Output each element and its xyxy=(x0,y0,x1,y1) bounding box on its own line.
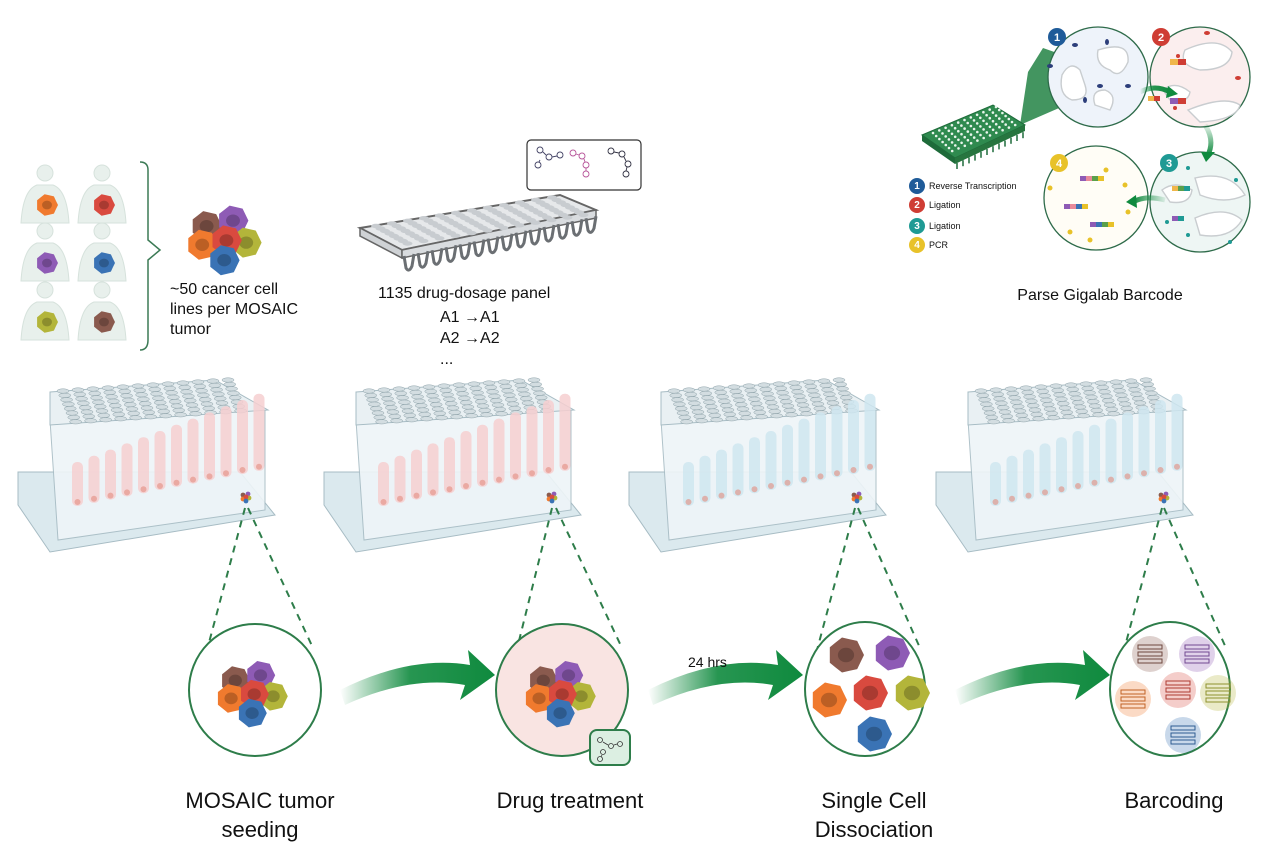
caption-line: lines per MOSAIC xyxy=(170,301,299,318)
barcoded-cell-icon xyxy=(1165,717,1201,753)
legend-item: 3 Ligation xyxy=(909,218,961,234)
parse-step-circles: 1 2 3 4 xyxy=(1043,26,1251,253)
cell-lines-caption: ~50 cancer cell lines per MOSAIC tumor xyxy=(170,280,340,340)
cancer-cell-icon xyxy=(829,637,864,673)
step-number-badge: 3 xyxy=(909,218,925,234)
mapping-line: A1 →A1 xyxy=(440,309,500,326)
stage-label-line: Drug treatment xyxy=(496,788,644,813)
stage-label-line: Dissociation xyxy=(814,817,934,842)
stage-label-dissociation: Single Cell Dissociation xyxy=(764,786,984,844)
cancer-cell-icon xyxy=(567,682,596,711)
tumor-icon xyxy=(94,252,115,274)
tumor-icon xyxy=(94,194,115,216)
svg-text:2: 2 xyxy=(1158,32,1164,44)
cancer-cell-icon xyxy=(259,682,288,711)
tumor-cluster-icon xyxy=(525,661,596,728)
drug-panel-plate-icon xyxy=(356,193,600,272)
barcoded-cell-icon xyxy=(1160,672,1196,708)
grouping-bracket xyxy=(139,161,162,351)
cancer-cell-icon xyxy=(853,675,888,711)
legend-label: Reverse Transcription xyxy=(929,181,1017,191)
stage-label-seeding: MOSAIC tumor seeding xyxy=(150,786,370,844)
mini-tumor-icon xyxy=(240,491,252,504)
deep-well-plate-icon xyxy=(935,377,1194,553)
cancer-cell-icon xyxy=(525,684,554,713)
tumor-cluster-icon xyxy=(188,205,262,276)
cancer-cell-icon xyxy=(232,227,262,258)
deep-well-plate-icon xyxy=(628,377,887,553)
patient-silhouettes xyxy=(20,164,127,341)
patient-silhouette-icon xyxy=(20,222,70,282)
drug-panel-title: 1135 drug-dosage panel xyxy=(378,285,551,302)
stage-label-line: seeding xyxy=(221,817,299,842)
step-number-badge: 1 xyxy=(909,178,925,194)
caption-line: tumor xyxy=(170,321,211,338)
stage-label-drug: Drug treatment xyxy=(460,786,680,815)
tumor-icon xyxy=(37,194,58,216)
legend-item: 2 Ligation xyxy=(909,197,961,213)
stage-label-line: Single Cell xyxy=(821,788,927,813)
mini-tumor-icon xyxy=(546,491,558,504)
legend-item: 4 PCR xyxy=(909,237,948,253)
cancer-cell-icon xyxy=(875,635,910,671)
cancer-cell-icon xyxy=(812,682,847,718)
svg-text:4: 4 xyxy=(1056,158,1063,170)
legend-label: Ligation xyxy=(929,200,961,210)
cancer-cell-icon xyxy=(210,245,240,276)
stage-label-barcoding: Barcoding xyxy=(1064,786,1280,815)
single-cells-icon xyxy=(812,635,930,752)
stage-label-line: Barcoding xyxy=(1124,788,1224,813)
arrow-time-label: 24 hrs xyxy=(688,654,727,670)
patient-silhouette-icon xyxy=(77,222,127,282)
drug-molecule-badge xyxy=(589,729,631,766)
parse-arrow-2-3 xyxy=(1202,123,1214,157)
caption-line: ~50 cancer cell xyxy=(170,281,279,298)
tumor-icon xyxy=(37,311,58,333)
cancer-cell-icon xyxy=(895,675,930,711)
barcoded-cell-icon xyxy=(1200,675,1236,711)
legend-label: PCR xyxy=(929,240,949,250)
step-number-badge: 4 xyxy=(909,237,925,253)
barcoded-cell-icon xyxy=(1115,681,1151,717)
cancer-cell-icon xyxy=(546,698,575,728)
drug-panel-mappings: A1 →A1 A2 →A2 ... xyxy=(440,307,560,370)
stage-label-line: MOSAIC tumor xyxy=(185,788,335,813)
tumor-cluster-icon xyxy=(217,661,288,728)
patient-silhouette-icon xyxy=(77,281,127,341)
patient-silhouette-icon xyxy=(20,281,70,341)
mini-tumor-icon xyxy=(1158,491,1170,504)
cancer-cell-icon xyxy=(857,716,892,752)
barcoded-cell-icon xyxy=(1132,636,1168,672)
patient-silhouette-icon xyxy=(77,164,127,224)
step-number-badge: 2 xyxy=(909,197,925,213)
mapping-line: ... xyxy=(440,351,454,368)
barcoded-cell-icon xyxy=(1179,636,1215,672)
stage-arrows xyxy=(340,650,1110,705)
cancer-cell-icon xyxy=(238,698,267,728)
parse-arrow-3-4 xyxy=(1131,195,1166,205)
svg-text:3: 3 xyxy=(1166,158,1172,170)
cancer-cell-icon xyxy=(217,684,246,713)
mapping-line: A2 →A2 xyxy=(440,330,500,347)
tumor-icon xyxy=(94,311,115,333)
parse-barcode-title: Parse Gigalab Barcode xyxy=(1017,287,1183,304)
deep-well-plate-icon xyxy=(323,377,582,553)
drug-molecule-box xyxy=(526,139,642,191)
patient-silhouette-icon xyxy=(20,164,70,224)
svg-text:1: 1 xyxy=(1054,32,1060,44)
tumor-icon xyxy=(37,252,58,274)
barcoded-cells-icon xyxy=(1115,636,1236,753)
legend-label: Ligation xyxy=(929,221,961,231)
deep-well-plate-icon xyxy=(17,377,276,553)
mini-tumor-icon xyxy=(851,491,863,504)
legend-item: 1 Reverse Transcription xyxy=(909,178,1017,194)
cancer-cell-icon xyxy=(188,229,218,260)
